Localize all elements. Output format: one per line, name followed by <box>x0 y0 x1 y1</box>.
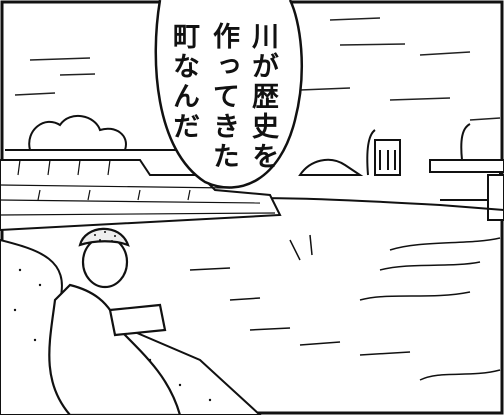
speech-bubble-outline <box>154 0 303 189</box>
speech-line-2: 作ってきた <box>208 22 239 172</box>
speech-line-3: 町なんだ <box>168 22 199 142</box>
speech-line-1: 川が歴史を <box>247 22 278 172</box>
speech-bubble: 川が歴史を 作ってきた 町なんだ <box>150 0 310 190</box>
